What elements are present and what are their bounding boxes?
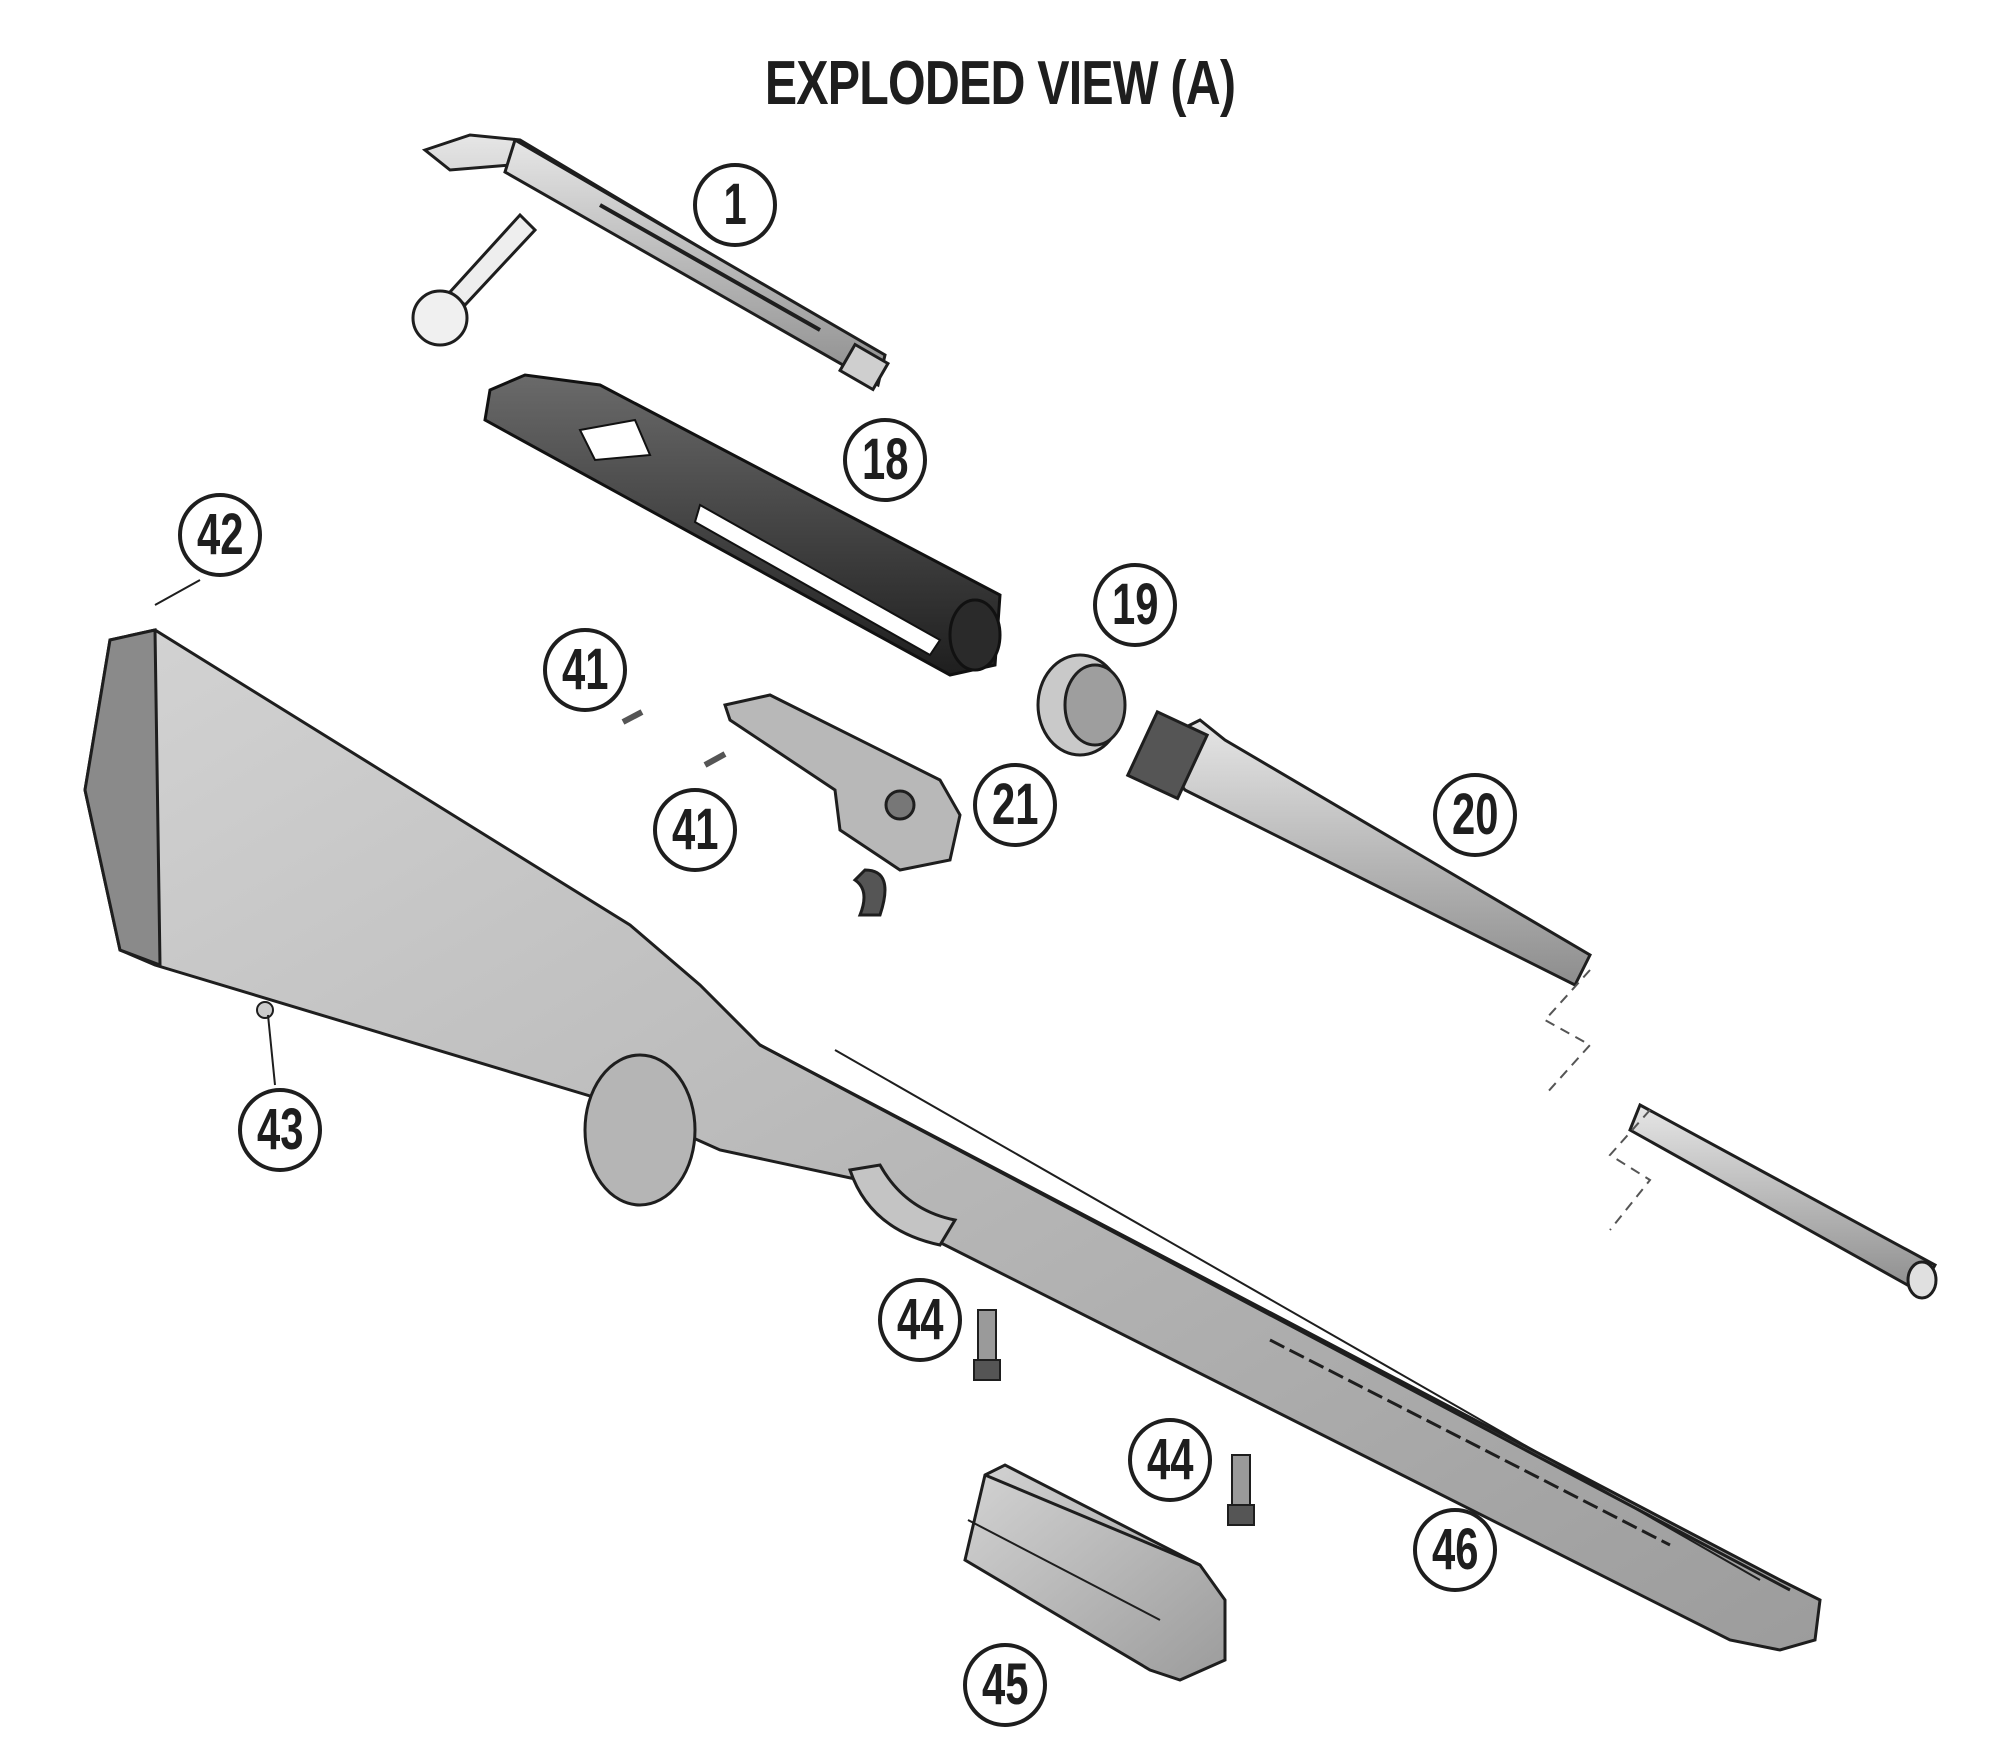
action-screws bbox=[973, 1309, 1255, 1526]
callout-18: 18 bbox=[843, 418, 927, 502]
callout-44-right: 44 bbox=[1128, 1418, 1212, 1502]
sling-swivel-stud bbox=[256, 1001, 276, 1086]
bolt-assembly bbox=[411, 133, 891, 392]
callout-21: 21 bbox=[973, 763, 1057, 847]
barrel-nut bbox=[1036, 653, 1127, 757]
diagram-title: EXPLODED VIEW (A) bbox=[764, 49, 1236, 118]
callout-20: 20 bbox=[1433, 773, 1517, 857]
callout-45: 45 bbox=[963, 1643, 1047, 1727]
callout-43: 43 bbox=[238, 1088, 322, 1172]
trigger-pins bbox=[621, 709, 727, 768]
callout-41-lower: 41 bbox=[653, 788, 737, 872]
magazine bbox=[963, 1463, 1227, 1682]
callout-1: 1 bbox=[693, 163, 777, 247]
barrel bbox=[1125, 709, 1938, 1300]
receiver bbox=[483, 373, 1002, 677]
callout-46: 46 bbox=[1413, 1508, 1497, 1592]
callout-19: 19 bbox=[1093, 563, 1177, 647]
callout-42: 42 bbox=[178, 493, 262, 577]
stock bbox=[83, 628, 1822, 1652]
callout-44-left: 44 bbox=[878, 1278, 962, 1362]
recoil-pad bbox=[83, 579, 201, 968]
trigger-assembly bbox=[723, 693, 962, 917]
callout-41-upper: 41 bbox=[543, 628, 627, 712]
